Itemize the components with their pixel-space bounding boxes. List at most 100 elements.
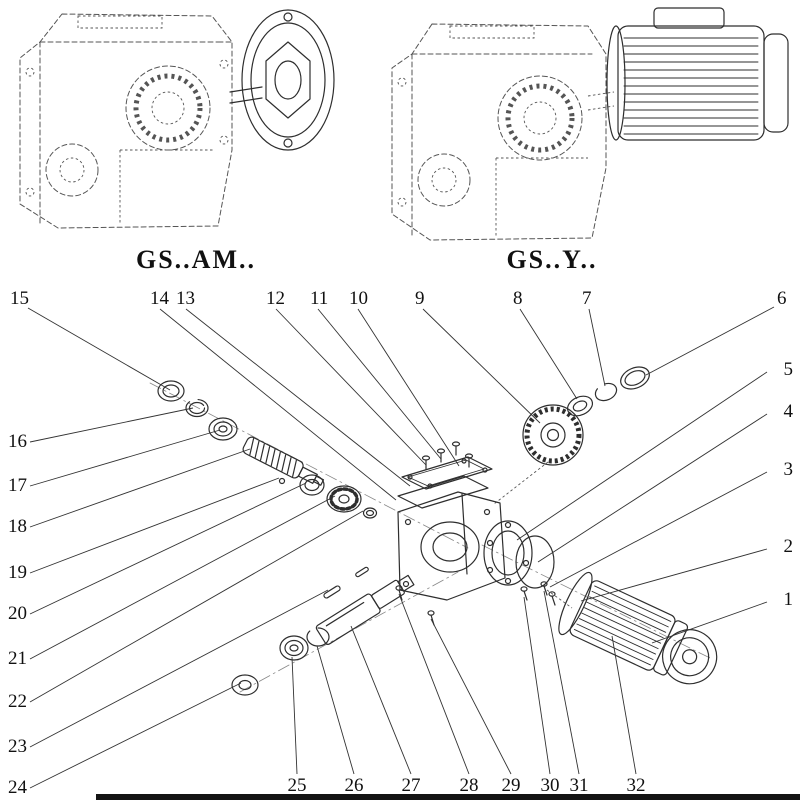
- gearbox-drawing-y: [391, 23, 615, 241]
- leader-line-3: [549, 471, 768, 588]
- spacer-ring-part: [362, 507, 378, 519]
- callout-number-13: 13: [176, 288, 195, 309]
- leader-line-18: [29, 448, 251, 528]
- leader-line-8: [519, 308, 578, 400]
- callout-number-5: 5: [784, 359, 794, 380]
- leader-line-31: [543, 590, 580, 775]
- callout-number-6: 6: [777, 288, 787, 309]
- callout-number-17: 17: [8, 475, 27, 496]
- leader-line-9: [422, 308, 541, 424]
- worm-shaft-part: [242, 436, 325, 486]
- housing-screw-part-a: [395, 585, 403, 601]
- leader-line-13: [185, 308, 411, 487]
- leader-line-2: [580, 548, 768, 602]
- variant-label-am: GS..AM..: [136, 245, 256, 274]
- output-seal-part: [231, 674, 259, 696]
- bottom-border: [96, 794, 800, 800]
- output-gasket-part: [515, 535, 555, 589]
- leader-line-7: [588, 308, 606, 387]
- bearing-part-front: [208, 417, 238, 441]
- leader-line-1: [651, 601, 768, 644]
- leader-line-11: [317, 308, 442, 460]
- motor-drawing-y: [606, 7, 789, 141]
- bearing-part-mid: [299, 474, 325, 496]
- motor-part: [558, 571, 718, 685]
- helical-gear-part: [522, 404, 584, 466]
- callout-number-23: 23: [8, 736, 27, 757]
- oil-seal-part: [157, 380, 185, 402]
- leader-line-19: [29, 477, 280, 574]
- leader-line-14: [159, 308, 397, 501]
- callout-number-9: 9: [415, 288, 425, 309]
- leader-line-23: [29, 589, 329, 748]
- leader-line-32: [611, 635, 637, 775]
- leader-line-20: [29, 482, 307, 615]
- leader-line-12: [275, 308, 427, 466]
- callout-number-28: 28: [460, 775, 479, 796]
- inspection-cover-part: [401, 456, 493, 490]
- callout-number-25: 25: [288, 775, 307, 796]
- worm-gear-part: [326, 485, 362, 513]
- callout-number-2: 2: [784, 536, 794, 557]
- output-bearing-part: [279, 635, 309, 661]
- leader-line-22: [29, 510, 364, 703]
- cover-screws-part: [421, 441, 474, 470]
- gearbox-drawing-am: [19, 13, 233, 229]
- worm-axis-centerline: [149, 382, 469, 549]
- callout-number-7: 7: [582, 288, 592, 309]
- flange-drawing-am: [229, 9, 335, 151]
- shaft-key-part: [323, 585, 341, 599]
- callout-number-15: 15: [10, 288, 29, 309]
- leader-line-10: [357, 308, 460, 467]
- leader-line-4: [537, 413, 768, 563]
- leader-line-27: [350, 625, 412, 775]
- leader-line-16: [29, 407, 194, 443]
- callout-number-16: 16: [8, 431, 27, 452]
- leader-line-28: [398, 593, 470, 775]
- gear-assembly-dashline: [493, 461, 549, 505]
- callout-number-24: 24: [8, 777, 28, 798]
- leader-line-6: [645, 306, 775, 376]
- output-axis-centerline: [239, 571, 459, 693]
- retaining-ring-part: [185, 398, 209, 418]
- callout-number-14: 14: [150, 288, 170, 309]
- callout-number-4: 4: [784, 401, 794, 422]
- callout-number-21: 21: [8, 648, 27, 669]
- callout-number-11: 11: [310, 288, 328, 309]
- gasket-part: [397, 475, 489, 509]
- callout-number-26: 26: [345, 775, 364, 796]
- leader-line-30: [523, 596, 551, 775]
- leader-line-5: [516, 371, 768, 541]
- output-snap-ring-part: [306, 627, 330, 647]
- housing-part: [397, 491, 506, 601]
- callout-number-19: 19: [8, 562, 27, 583]
- leader-line-21: [29, 495, 336, 660]
- exploded-view: [149, 366, 718, 696]
- callout-number-20: 20: [8, 603, 27, 624]
- callout-number-31: 31: [570, 775, 589, 796]
- variant-label-y: GS..Y..: [506, 245, 597, 274]
- bolt-assembly-dashline: [546, 589, 573, 609]
- callout-number-32: 32: [627, 775, 646, 796]
- callout-number-22: 22: [8, 691, 27, 712]
- callout-number-12: 12: [266, 288, 285, 309]
- leader-line-17: [29, 429, 221, 487]
- output-shaft-part: [315, 574, 415, 645]
- leader-line-15: [27, 307, 171, 391]
- output-cover-part: [483, 520, 533, 586]
- leader-line-29: [430, 618, 512, 775]
- pin-part: [278, 477, 286, 485]
- leader-line-26: [316, 645, 355, 775]
- leader-line-24: [29, 682, 242, 789]
- leader-line-25: [291, 656, 298, 775]
- seal-ring-part: [620, 366, 650, 390]
- callout-number-27: 27: [402, 775, 421, 796]
- callout-number-18: 18: [8, 516, 27, 537]
- callout-number-30: 30: [541, 775, 560, 796]
- callout-number-8: 8: [513, 288, 523, 309]
- callout-number-1: 1: [784, 589, 794, 610]
- callout-number-29: 29: [502, 775, 521, 796]
